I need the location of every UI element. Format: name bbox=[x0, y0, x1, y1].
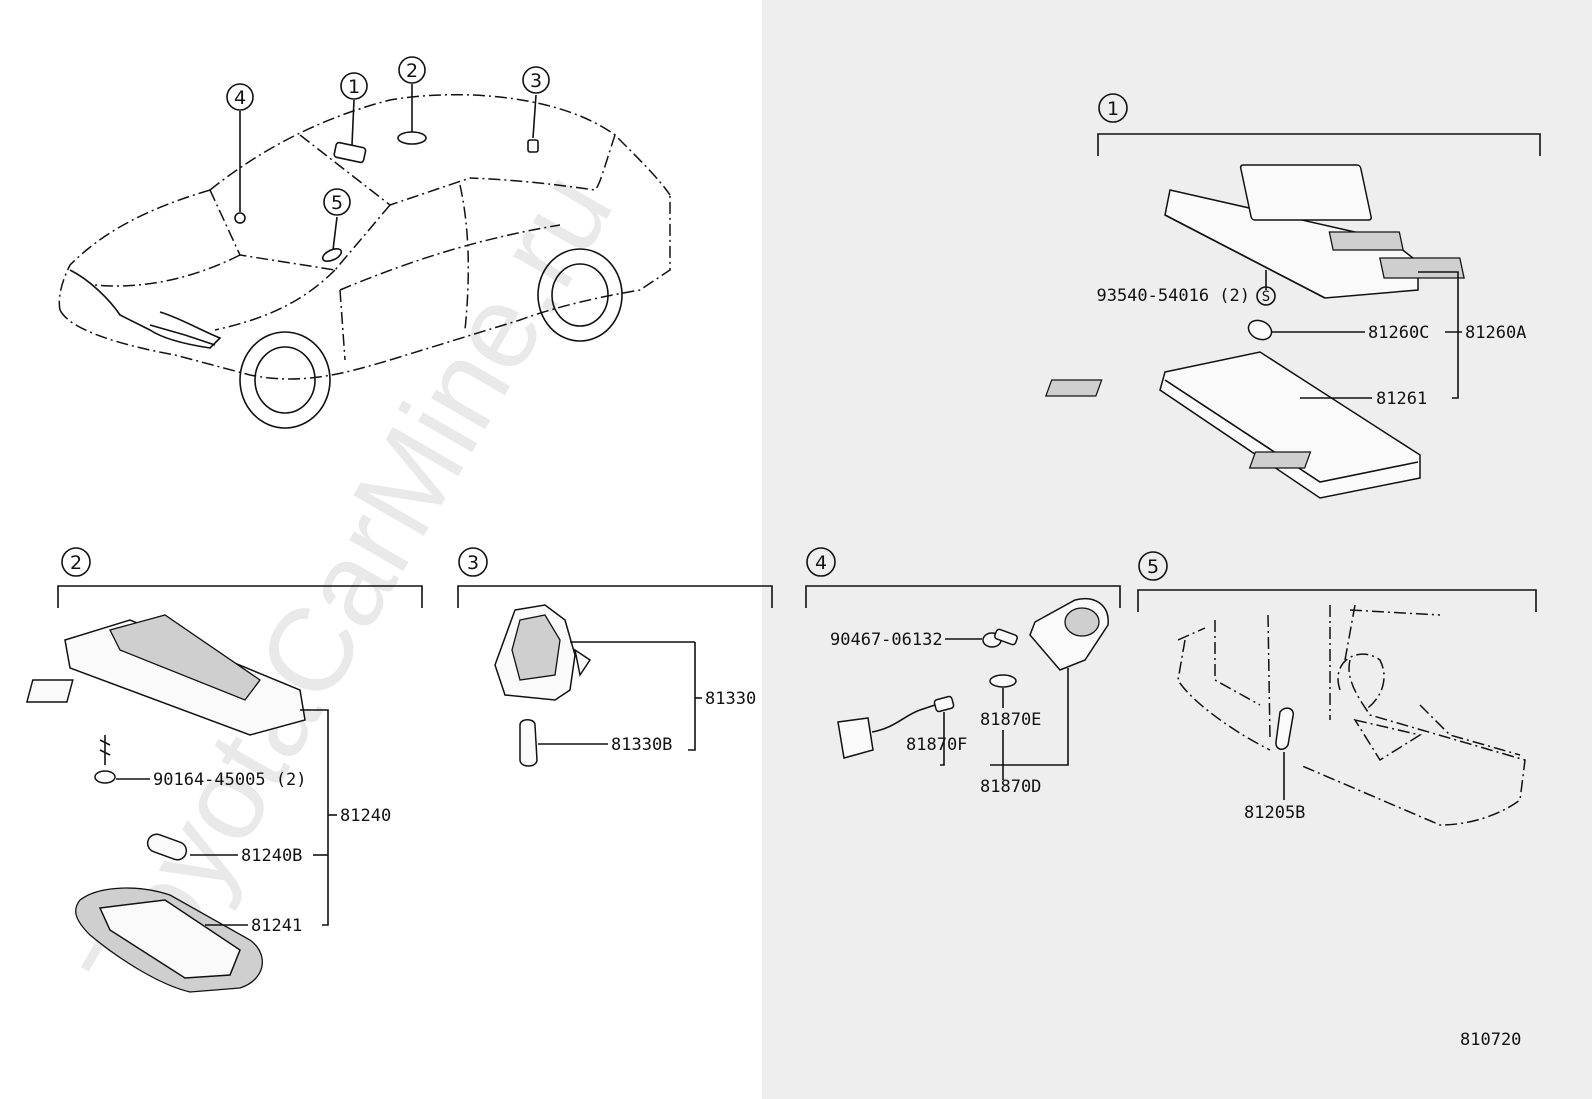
car-callout-1: 1 bbox=[348, 76, 360, 98]
section-1: 1 S 93540-54016 (2) 81260C 81260A 81261 bbox=[1044, 93, 1541, 499]
part-81870E: 81870E bbox=[980, 710, 1041, 730]
part-90467-06132: 90467-06132 bbox=[830, 630, 943, 650]
car-callout-5: 5 bbox=[331, 192, 343, 214]
car-overview: 1 2 3 4 5 bbox=[58, 56, 671, 429]
part-81241: 81241 bbox=[251, 916, 302, 936]
part-81330B: 81330B bbox=[611, 735, 672, 755]
section-3-number: 3 bbox=[467, 552, 479, 574]
section-3: 3 81330 81330B bbox=[457, 547, 773, 767]
part-81260A: 81260A bbox=[1465, 323, 1526, 343]
part-81870D: 81870D bbox=[980, 777, 1041, 797]
section-5-number: 5 bbox=[1147, 556, 1159, 578]
part-81260C: 81260C bbox=[1368, 323, 1429, 343]
part-81870F: 81870F bbox=[906, 735, 967, 755]
figure-number: 810720 bbox=[1460, 1030, 1521, 1050]
part-81261: 81261 bbox=[1376, 389, 1427, 409]
section-2-number: 2 bbox=[70, 552, 82, 574]
part-81240B: 81240B bbox=[241, 846, 302, 866]
part-90164-45005: 90164-45005 (2) bbox=[153, 770, 307, 790]
car-callout-3: 3 bbox=[530, 70, 542, 92]
screw-marker-s: S bbox=[1262, 289, 1270, 305]
car-callout-2: 2 bbox=[406, 60, 418, 82]
section-5: 5 81205B bbox=[1137, 551, 1537, 826]
section-2: 2 90164-45005 (2) 81240 81240B 81241 bbox=[25, 547, 423, 993]
part-81240: 81240 bbox=[340, 806, 391, 826]
part-81205B: 81205B bbox=[1244, 803, 1305, 823]
part-81330: 81330 bbox=[705, 689, 756, 709]
part-93540-54016: 93540-54016 (2) bbox=[1096, 286, 1250, 306]
background-right-panel bbox=[762, 0, 1592, 1099]
car-callout-4: 4 bbox=[234, 87, 246, 109]
section-1-number: 1 bbox=[1107, 98, 1119, 120]
section-4-number: 4 bbox=[815, 552, 827, 574]
section-4: 4 90467-06132 81870E 81870F 81870D bbox=[805, 547, 1121, 797]
